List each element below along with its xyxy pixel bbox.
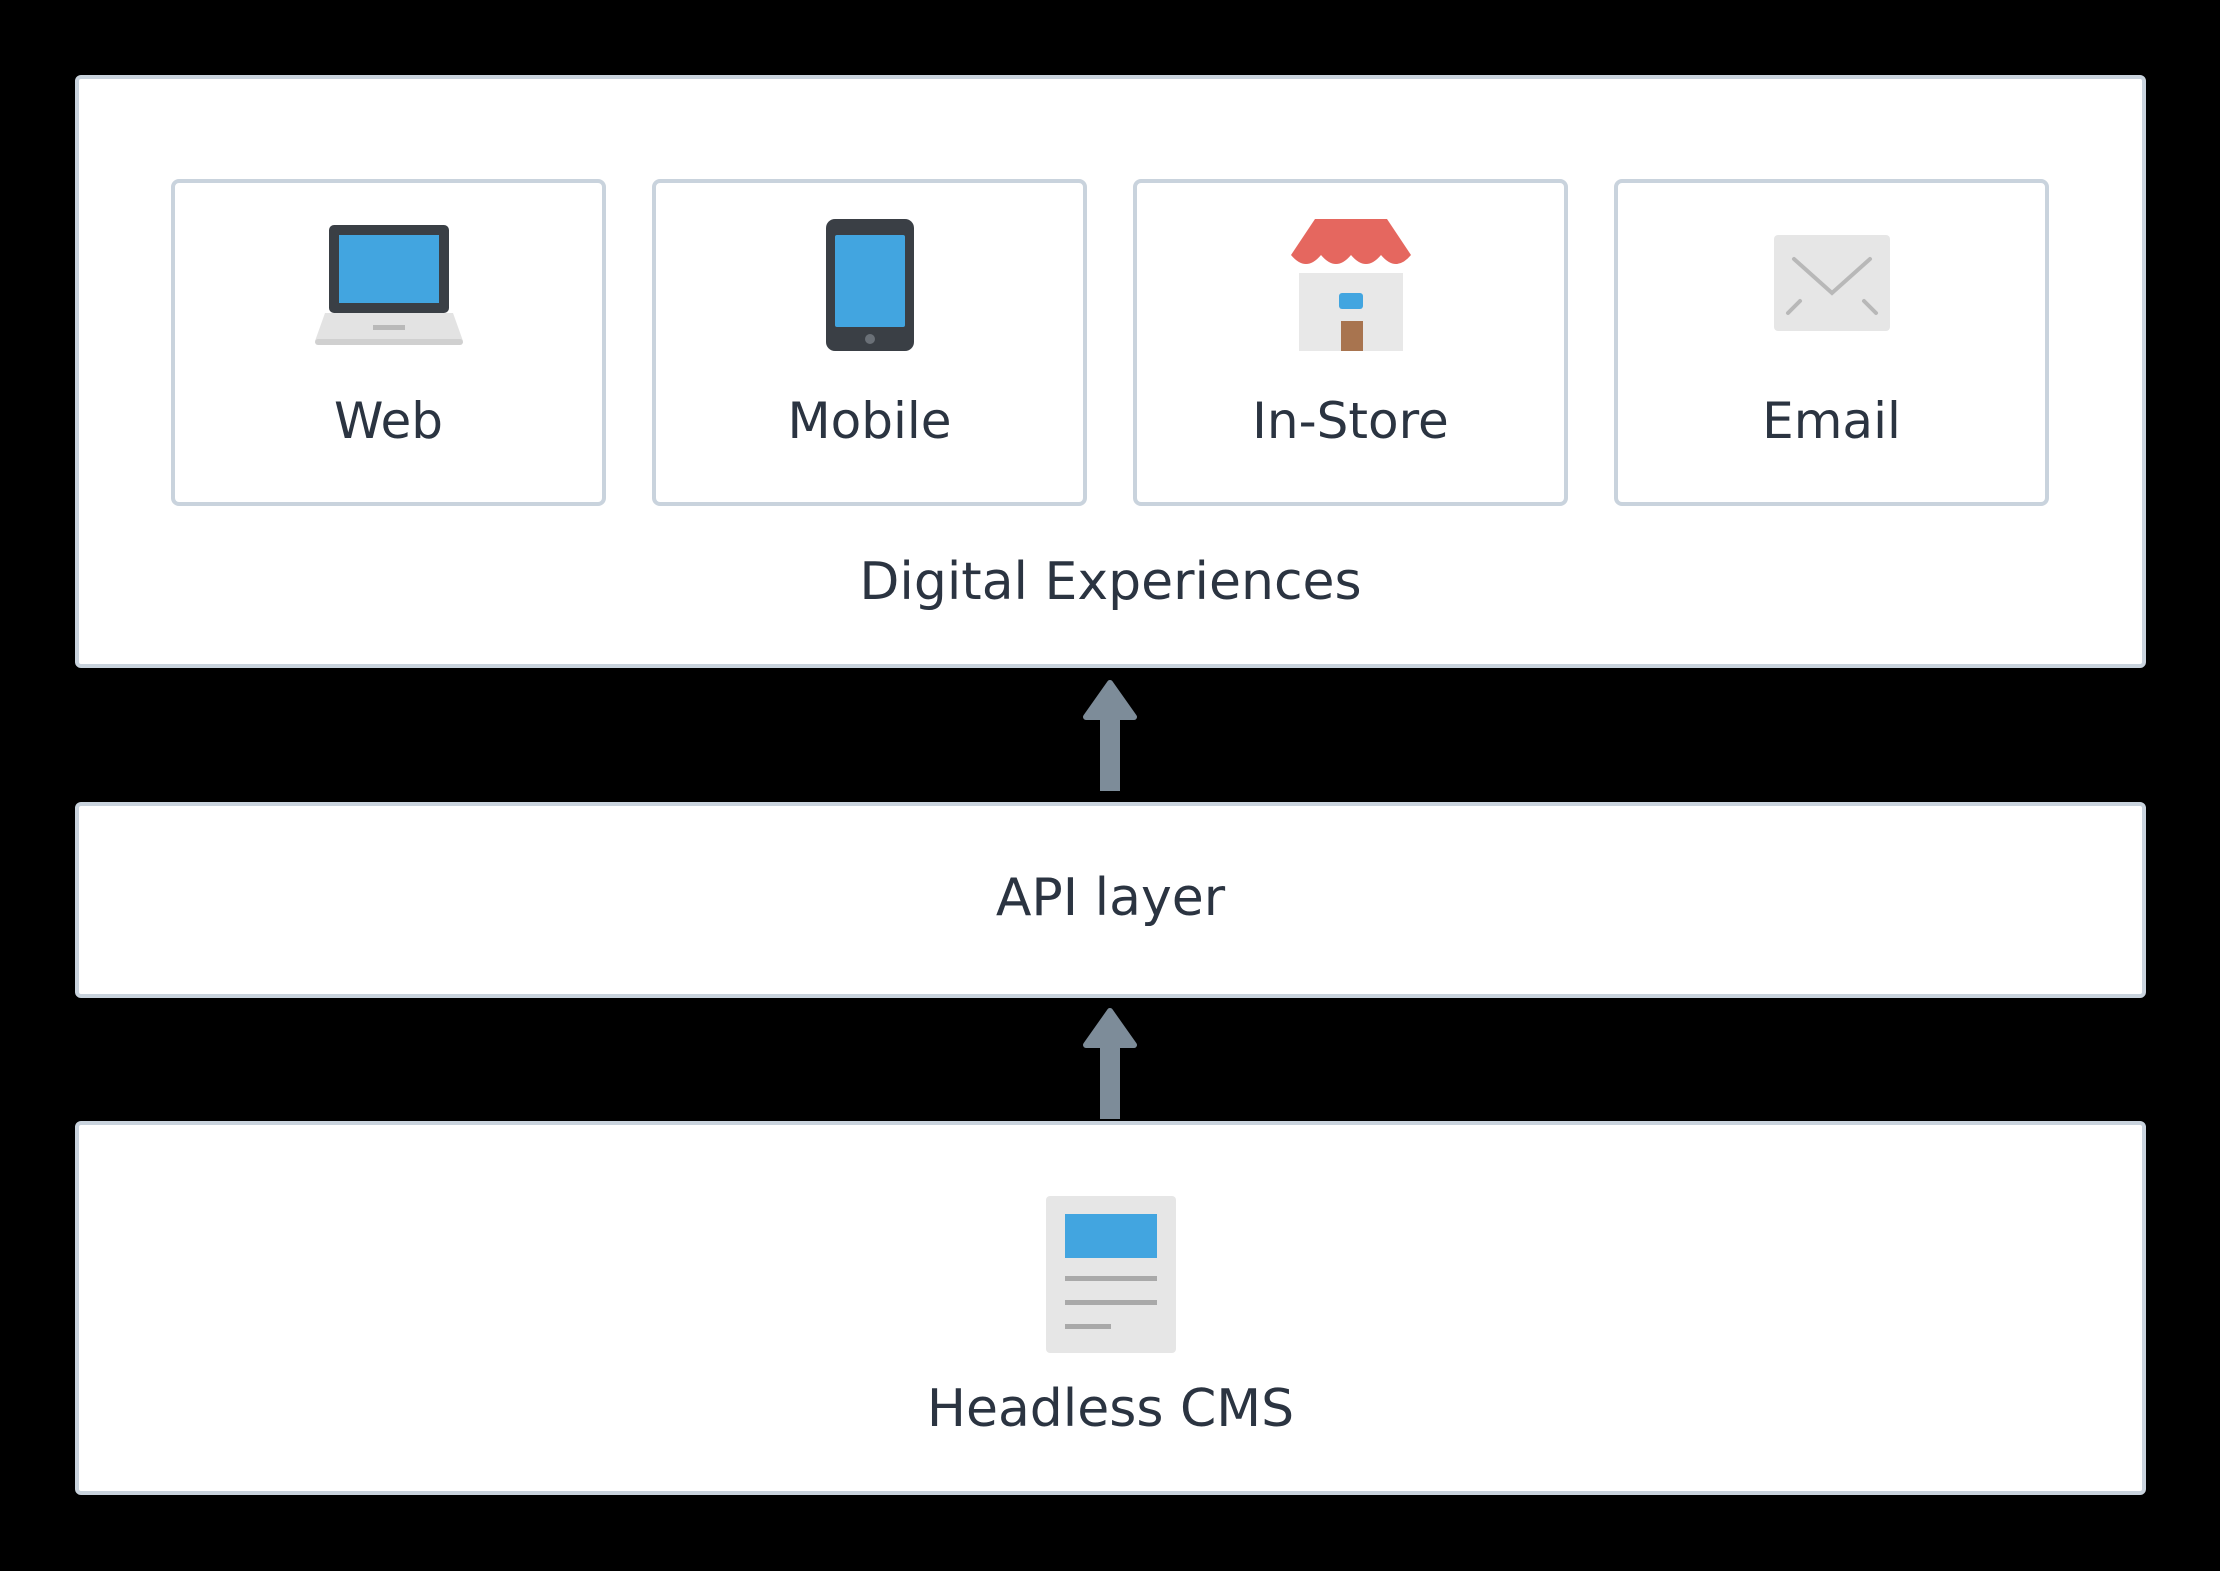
channel-card-email: Email (1614, 179, 2049, 506)
laptop-icon (175, 213, 602, 353)
channel-label-mobile: Mobile (787, 392, 952, 450)
envelope-icon (1618, 213, 2045, 353)
channel-label-web: Web (333, 392, 443, 450)
headless-cms-panel: Headless CMS (75, 1121, 2146, 1495)
arrow-up-icon (1083, 680, 1137, 791)
api-layer-panel: API layer (75, 802, 2146, 998)
channel-card-in-store: In-Store (1133, 179, 1568, 506)
channel-label-email: Email (1762, 392, 1901, 450)
channel-card-mobile: Mobile (652, 179, 1087, 506)
channel-card-web: Web (171, 179, 606, 506)
storefront-icon (1137, 213, 1564, 353)
digital-experiences-title: Digital Experiences (859, 552, 1362, 612)
arrow-up-icon (1083, 1008, 1137, 1119)
document-icon (79, 1192, 2142, 1357)
channel-label-in-store: In-Store (1252, 392, 1449, 450)
digital-experiences-panel: Web Mobile In-Store (75, 75, 2146, 668)
headless-cms-title: Headless CMS (926, 1379, 1295, 1439)
mobile-phone-icon (656, 213, 1083, 353)
api-layer-title: API layer (995, 868, 1226, 928)
